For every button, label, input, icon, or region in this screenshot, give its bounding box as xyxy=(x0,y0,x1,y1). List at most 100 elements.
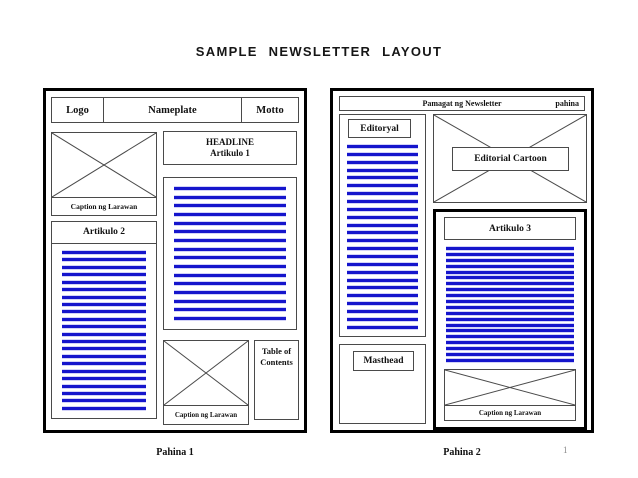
text-line xyxy=(446,347,574,351)
image-caption: Caption ng Larawan xyxy=(164,405,248,424)
artikulo2-title: Artikulo 2 xyxy=(52,222,156,244)
text-line xyxy=(62,347,146,351)
text-line xyxy=(62,406,146,410)
text-line xyxy=(446,282,574,286)
text-line xyxy=(347,278,418,282)
text-line xyxy=(446,288,574,292)
image-x-icon xyxy=(164,341,248,405)
headline-line2: Artikulo 1 xyxy=(210,148,250,158)
text-line xyxy=(174,299,286,303)
text-line xyxy=(446,317,574,321)
text-line xyxy=(174,264,286,268)
text-line xyxy=(62,369,146,373)
image-placeholder-artikulo3: Caption ng Larawan xyxy=(444,369,576,421)
text-line xyxy=(446,270,574,274)
text-line xyxy=(446,329,574,333)
text-line xyxy=(446,276,574,280)
page2-mockup: Pamagat ng Newsletter pahina Editoryal E… xyxy=(330,88,594,433)
text-line xyxy=(62,302,146,306)
text-line xyxy=(62,288,146,292)
text-line xyxy=(62,399,146,403)
text-line xyxy=(62,332,146,336)
text-line xyxy=(347,294,418,298)
text-line xyxy=(446,335,574,339)
text-line xyxy=(446,252,574,256)
headline-box: HEADLINE Artikulo 1 xyxy=(163,131,297,165)
text-line xyxy=(62,295,146,299)
artikulo3-section: Artikulo 3 Caption ng Larawan xyxy=(433,209,587,430)
artikulo2-section: Artikulo 2 xyxy=(51,221,157,419)
text-line xyxy=(62,317,146,321)
text-line xyxy=(174,282,286,286)
text-line xyxy=(62,384,146,388)
text-line xyxy=(347,247,418,251)
image-x-icon xyxy=(445,370,575,405)
image-placeholder-top: Caption ng Larawan xyxy=(51,132,157,216)
text-line xyxy=(174,290,286,294)
text-line xyxy=(174,221,286,225)
text-line xyxy=(62,340,146,344)
toc-line2: Contents xyxy=(260,357,293,367)
artikulo1-text-lines xyxy=(174,187,286,320)
text-line xyxy=(174,256,286,260)
newsletter-name-label: Pamagat ng Newsletter xyxy=(422,99,502,108)
text-line xyxy=(62,325,146,329)
image-caption: Caption ng Larawan xyxy=(445,405,575,420)
artikulo3-text-lines xyxy=(446,247,574,362)
text-line xyxy=(347,317,418,321)
text-line xyxy=(62,354,146,358)
text-line xyxy=(174,187,286,190)
text-line xyxy=(446,300,574,304)
text-line xyxy=(62,251,146,254)
page-title: SAMPLE NEWSLETTER LAYOUT xyxy=(195,44,443,59)
page1-header-row: Logo Nameplate Motto xyxy=(51,97,299,123)
image-x-icon xyxy=(52,133,156,197)
text-line xyxy=(347,168,418,172)
text-line xyxy=(174,238,286,242)
headline-line1: HEADLINE xyxy=(205,137,254,147)
text-line xyxy=(62,310,146,314)
text-line xyxy=(347,184,418,188)
text-line xyxy=(347,325,418,329)
text-line xyxy=(347,207,418,211)
text-line xyxy=(62,362,146,366)
masthead-section: Masthead xyxy=(339,344,426,424)
text-line xyxy=(174,273,286,277)
text-line xyxy=(174,204,286,208)
motto-box: Motto xyxy=(256,104,284,116)
text-line xyxy=(446,311,574,315)
artikulo1-body-box xyxy=(163,177,297,330)
text-line xyxy=(347,255,418,259)
image-placeholder-bottom: Caption ng Larawan xyxy=(163,340,249,425)
artikulo3-title: Artikulo 3 xyxy=(444,217,576,240)
table-of-contents-box: Table of Contents xyxy=(254,340,299,420)
page1-mockup: Logo Nameplate Motto Caption ng Larawan … xyxy=(43,88,307,433)
text-line xyxy=(347,270,418,274)
editoryal-section: Editoryal xyxy=(339,114,426,337)
text-line xyxy=(174,212,286,216)
text-line xyxy=(446,358,574,362)
text-line xyxy=(446,353,574,357)
text-line xyxy=(446,323,574,327)
text-line xyxy=(446,294,574,298)
editorial-cartoon-placeholder: Editorial Cartoon xyxy=(433,114,587,203)
side-page-marker: 1 xyxy=(563,445,568,455)
text-line xyxy=(347,239,418,243)
text-line xyxy=(347,192,418,196)
text-line xyxy=(174,195,286,199)
editorial-cartoon-label: Editorial Cartoon xyxy=(452,147,569,171)
text-line xyxy=(446,264,574,268)
text-line xyxy=(62,377,146,381)
text-line xyxy=(446,247,574,250)
page-number-label: pahina xyxy=(555,99,579,108)
text-line xyxy=(347,215,418,219)
text-line xyxy=(347,231,418,235)
text-line xyxy=(174,247,286,251)
text-line xyxy=(347,160,418,164)
text-line xyxy=(62,273,146,277)
page1-footer-label: Pahina 1 xyxy=(156,447,194,458)
text-line xyxy=(347,152,418,156)
text-line xyxy=(174,316,286,320)
text-line xyxy=(347,302,418,306)
